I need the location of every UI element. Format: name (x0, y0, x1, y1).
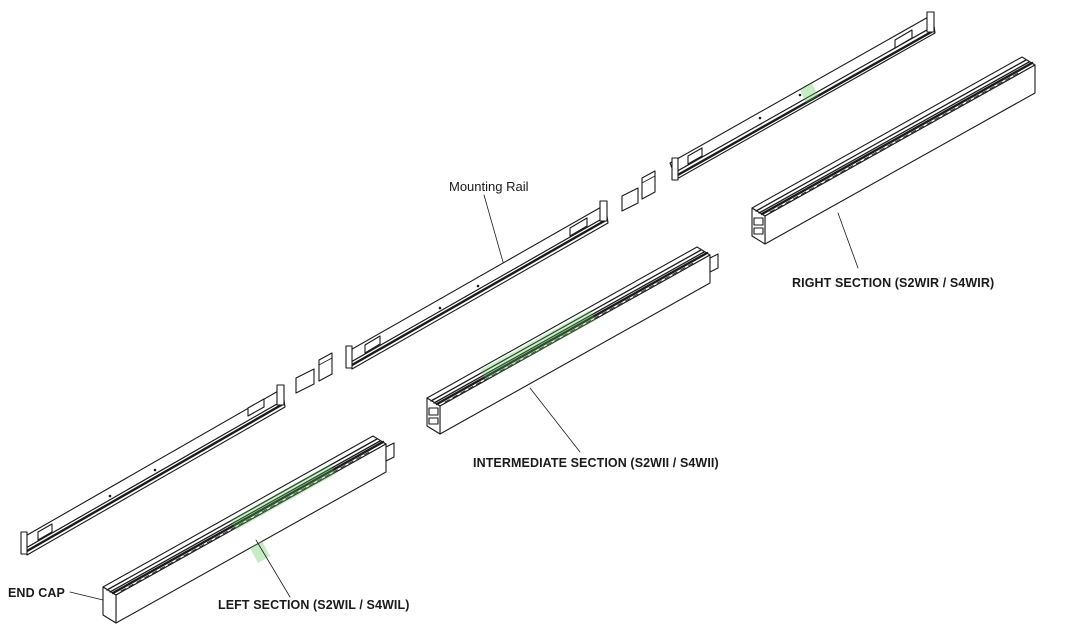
left-section-label: LEFT SECTION (S2WIL / S4WIL) (218, 598, 410, 612)
left-section-housing (102, 435, 395, 624)
callout-leader-lines (69, 194, 859, 601)
right-section-label: RIGHT SECTION (S2WIR / S4WIR) (792, 276, 995, 290)
mounting-rail-middle-segment (345, 200, 609, 370)
intermediate-section-label: INTERMEDIATE SECTION (S2WII / S4WII) (473, 456, 719, 470)
mounting-rail-label: Mounting Rail (449, 179, 529, 194)
mounting-rail-lower-segment (20, 384, 286, 556)
right-section-housing (751, 56, 1036, 245)
rail-splice-clip-upper (621, 170, 656, 212)
end-cap-label: END CAP (8, 586, 65, 600)
intermediate-section-housing (426, 246, 719, 435)
mounting-rail-upper-segment (669, 11, 936, 181)
rail-splice-clip-lower (295, 352, 333, 394)
